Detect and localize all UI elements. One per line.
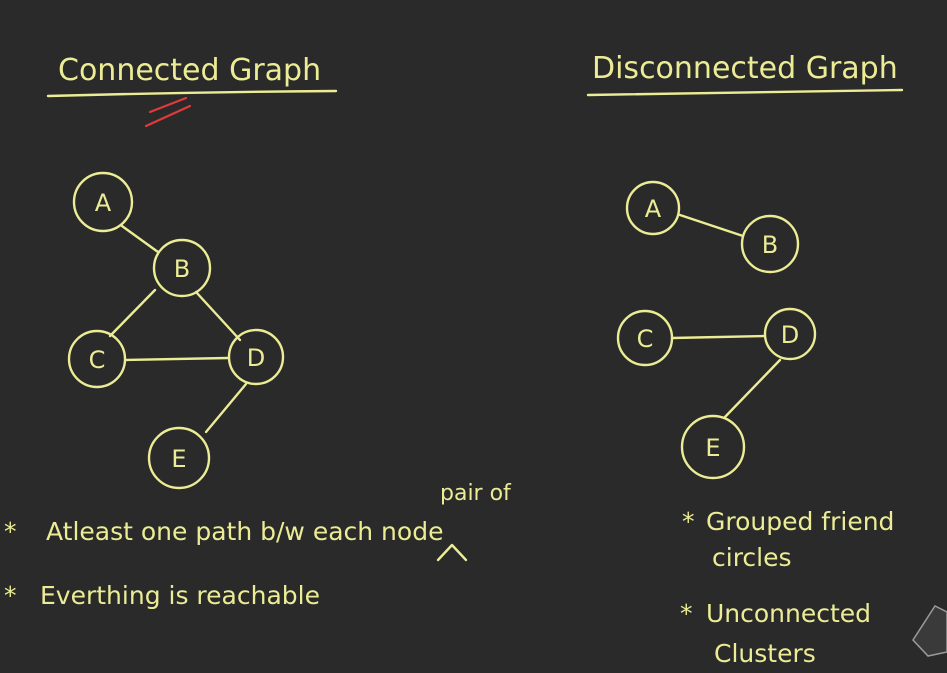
node-a: A — [625, 180, 681, 236]
svg-text:E: E — [171, 445, 186, 473]
svg-text:B: B — [762, 231, 778, 259]
note-insert-text: pair of — [440, 481, 512, 506]
edge-b-d — [194, 290, 242, 342]
node-b: B — [152, 238, 212, 298]
svg-text:A: A — [645, 195, 662, 223]
svg-text:D: D — [247, 344, 265, 372]
svg-text:E: E — [705, 434, 720, 462]
note-circles-line: circles — [712, 543, 792, 572]
note-grouped-line: Grouped friend — [706, 507, 894, 536]
svg-text:B: B — [174, 255, 190, 283]
node-a: A — [72, 171, 134, 233]
node-d: D — [227, 328, 285, 386]
node-e: E — [680, 414, 746, 480]
node-b: B — [740, 214, 800, 274]
svg-text:C: C — [637, 325, 654, 353]
disconnected-title-underline — [586, 88, 904, 97]
bullet-star: * — [4, 581, 17, 610]
disconnected-graph-section: Disconnected Graph A B C D E * Grouped — [586, 51, 947, 668]
svg-text:A: A — [95, 189, 112, 217]
edge-b-c — [108, 288, 157, 338]
caret-insert-mark — [436, 543, 468, 562]
edge-a-b — [678, 213, 745, 238]
bullet-star: * — [4, 517, 17, 546]
bullet-star: * — [682, 507, 695, 536]
edge-c-d — [670, 334, 766, 340]
note-unconnected-line: Unconnected — [706, 599, 871, 628]
svg-text:D: D — [781, 321, 799, 349]
edge-d-e — [204, 382, 248, 434]
red-emphasis-mark — [144, 96, 192, 128]
node-c: C — [67, 329, 127, 389]
connected-graph-section: Connected Graph A B C D E * — [4, 53, 512, 610]
edge-c-d — [124, 356, 230, 362]
note-clusters-line: Clusters — [714, 639, 816, 668]
node-e: E — [147, 426, 211, 490]
bullet-star: * — [680, 599, 693, 628]
note-reachable-line: Everthing is reachable — [40, 581, 320, 610]
disconnected-title: Disconnected Graph — [592, 51, 898, 86]
note-path-line: Atleast one path b/w each node — [46, 517, 443, 546]
edge-a-b — [120, 224, 160, 254]
edge-d-e — [722, 358, 782, 420]
node-d: D — [763, 307, 817, 361]
connected-title-underline — [46, 89, 338, 98]
node-c: C — [616, 309, 674, 367]
svg-text:C: C — [89, 346, 106, 374]
pen-cursor-icon — [912, 605, 947, 657]
connected-title: Connected Graph — [58, 53, 321, 88]
